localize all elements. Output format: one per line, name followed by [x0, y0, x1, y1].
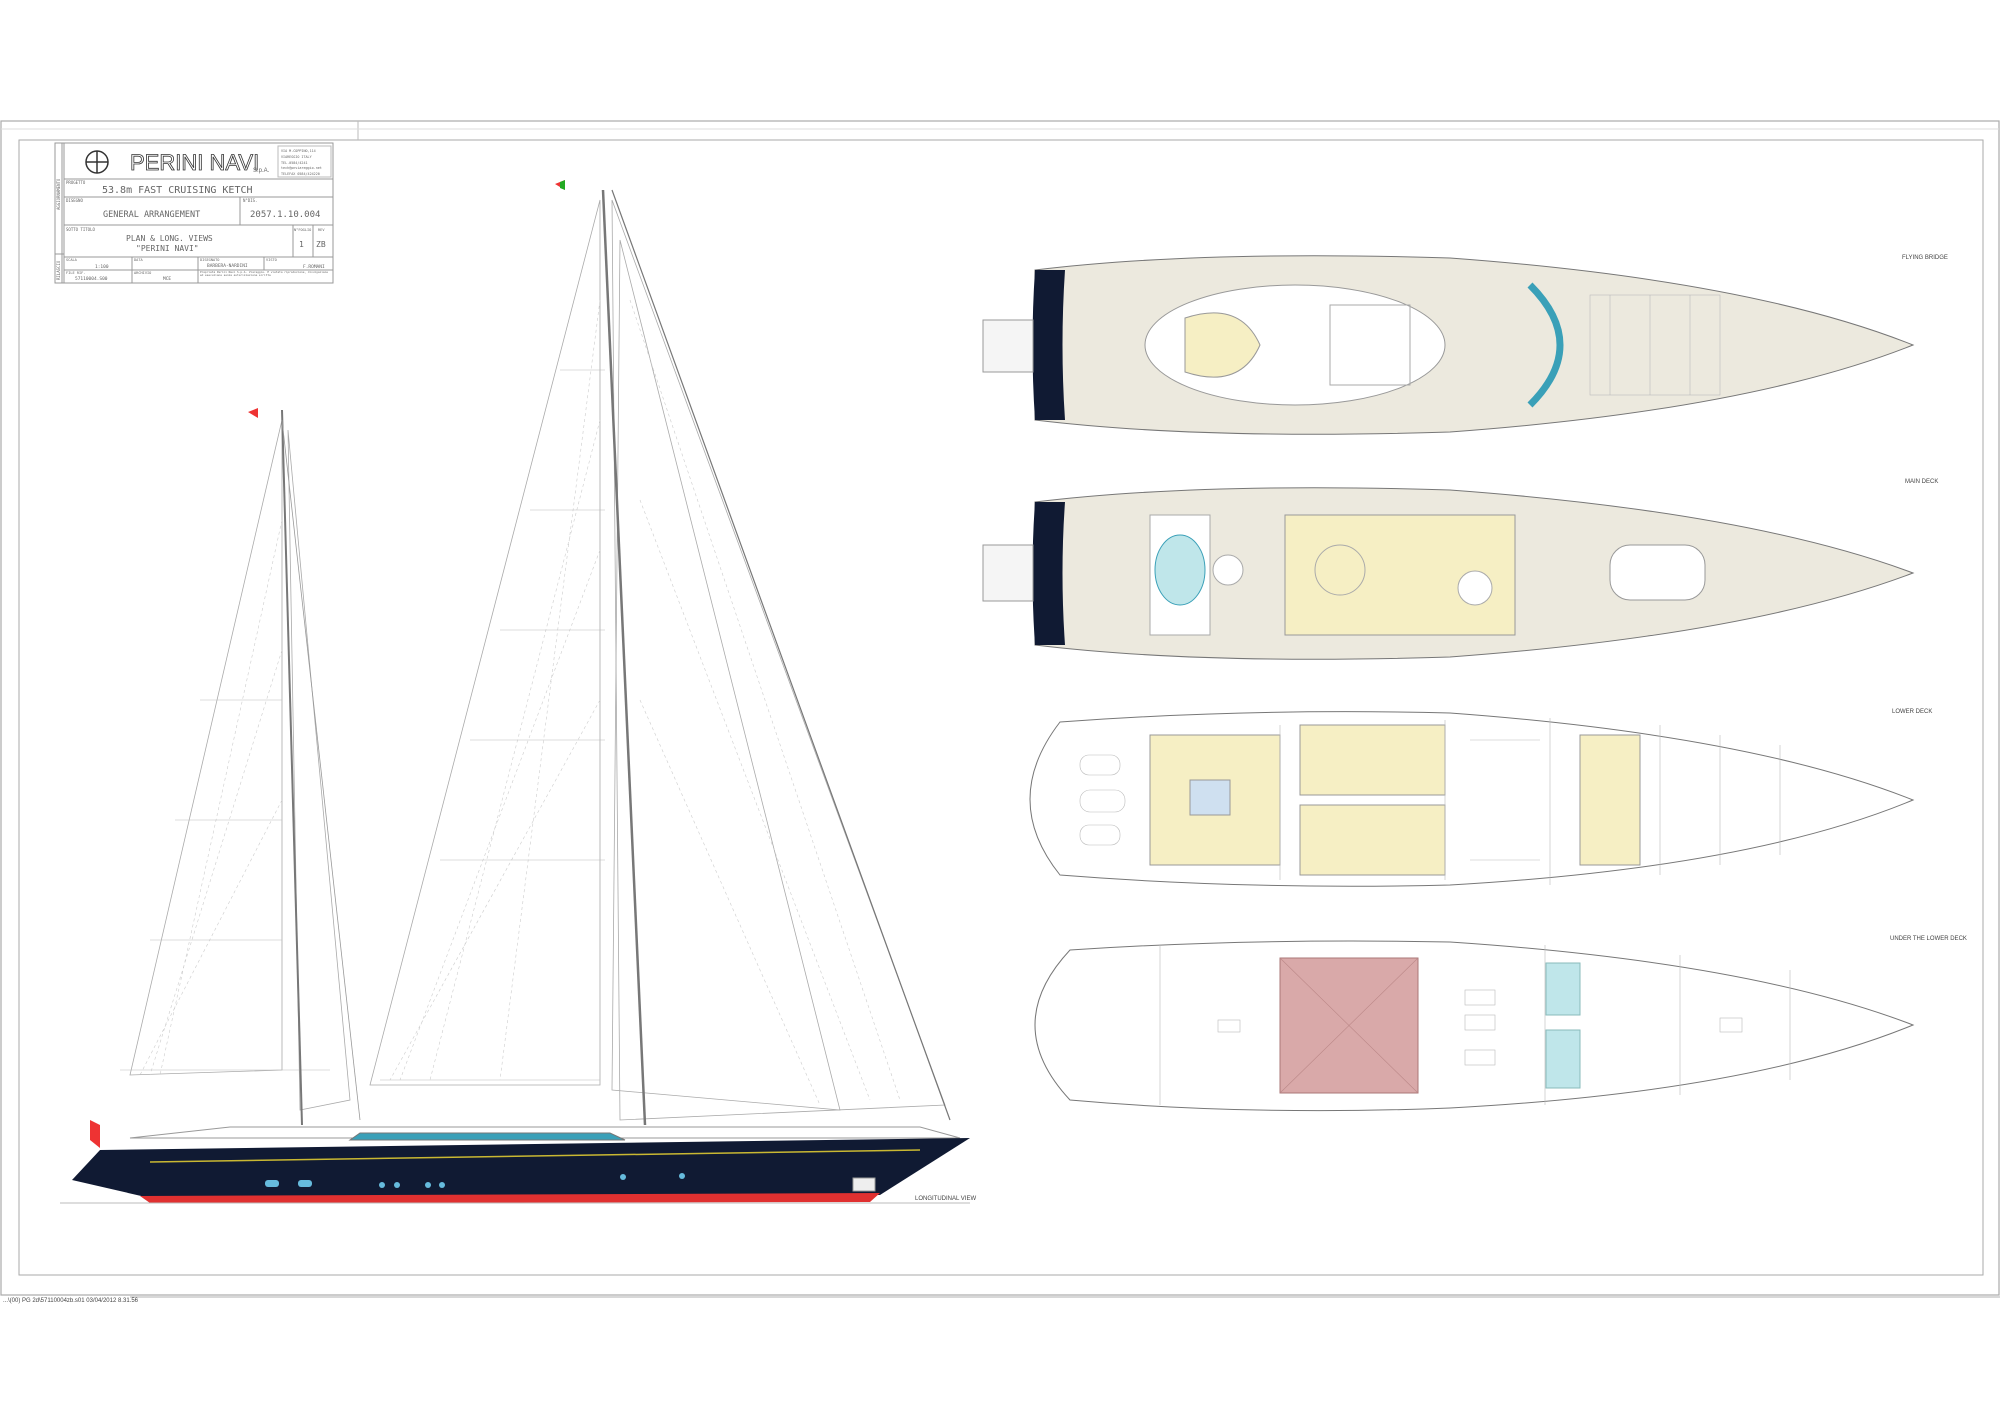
flying-bridge-plan: FLYING BRIDGE	[982, 255, 1948, 435]
svg-text:AGGIORNAMENTO: AGGIORNAMENTO	[56, 178, 61, 210]
lower-deck-plan: LOWER DECK	[1029, 709, 1932, 887]
title-block: AGGIORNAMENTO RILASCIO PERINI NAVI S.p.A…	[54, 142, 334, 284]
svg-text:ARCHIVIO: ARCHIVIO	[134, 271, 151, 275]
svg-text:GENERAL ARRANGEMENT: GENERAL ARRANGEMENT	[103, 210, 200, 220]
svg-text:S.p.A.: S.p.A.	[253, 168, 270, 174]
mizzen-mast	[281, 409, 303, 1126]
svg-text:VIA M.COPPINO,114: VIA M.COPPINO,114	[281, 149, 316, 153]
svg-text:1:100: 1:100	[95, 264, 109, 270]
forestay	[611, 189, 951, 1121]
hull	[72, 1138, 970, 1198]
svg-text:MCE: MCE	[163, 276, 171, 282]
svg-text:DISEGNATO: DISEGNATO	[200, 258, 219, 262]
svg-text:57110004.S00: 57110004.S00	[75, 276, 108, 282]
svg-text:VISTO: VISTO	[266, 258, 277, 262]
svg-text:SCALA: SCALA	[66, 258, 78, 262]
perini-navi-logo-icon	[85, 150, 109, 174]
longitudinal-view: LONGITUDINAL VIEW	[60, 180, 976, 1204]
main-mast	[601, 189, 647, 1126]
svg-text:1: 1	[299, 240, 304, 249]
svg-text:2057.1.10.004: 2057.1.10.004	[250, 210, 320, 220]
svg-text:N°FOGLIO: N°FOGLIO	[294, 228, 311, 232]
svg-text:"PERINI NAVI": "PERINI NAVI"	[136, 244, 199, 253]
main-deck-label: MAIN DECK	[1905, 479, 1938, 485]
under-lower-deck-plan: UNDER THE LOWER DECK	[1034, 936, 1967, 1112]
svg-text:PERINI NAVI: PERINI NAVI	[130, 150, 259, 175]
svg-text:DATA: DATA	[134, 258, 143, 262]
svg-text:PROGETTO: PROGETTO	[66, 180, 86, 185]
plot-footer: ...\(00) PG 2d\57110004zb.s01 03/04/2012…	[3, 1298, 139, 1304]
under-lower-deck-label: UNDER THE LOWER DECK	[1890, 936, 1967, 942]
svg-text:RILASCIO: RILASCIO	[56, 260, 61, 280]
svg-text:tech@pnviareggio.net: tech@pnviareggio.net	[281, 166, 322, 170]
svg-text:DISEGNO: DISEGNO	[66, 198, 83, 203]
svg-text:REV: REV	[318, 228, 325, 232]
svg-text:SOTTO TITOLO: SOTTO TITOLO	[66, 227, 95, 232]
svg-text:TELEFAX 0584/424220: TELEFAX 0584/424220	[281, 172, 320, 176]
flying-bridge-label: FLYING BRIDGE	[1902, 255, 1948, 261]
longitudinal-view-label: LONGITUDINAL VIEW	[915, 1196, 976, 1202]
main-deck-plan: MAIN DECK	[982, 479, 1938, 660]
svg-text:TEL.0584/4241: TEL.0584/4241	[281, 161, 308, 165]
svg-text:53.8m FAST CRUISING KETCH: 53.8m FAST CRUISING KETCH	[102, 185, 253, 196]
svg-text:F.ROMANI: F.ROMANI	[303, 264, 325, 270]
svg-text:N°DIS.: N°DIS.	[243, 198, 257, 203]
svg-text:PLAN & LONG. VIEWS: PLAN & LONG. VIEWS	[126, 234, 213, 243]
svg-text:BARBERA-NARDINI: BARBERA-NARDINI	[207, 263, 248, 269]
svg-text:ZB: ZB	[316, 240, 326, 249]
ownership-note: Proprietà Perini Navi S.p.A. Viareggio. …	[200, 271, 328, 277]
drawing-frame	[0, 120, 2000, 1296]
lower-deck-label: LOWER DECK	[1892, 709, 1932, 715]
ensign-flag-icon	[90, 1120, 100, 1148]
svg-text:FILE RIF.: FILE RIF.	[66, 271, 85, 275]
svg-text:VIAREGGIO ITALY: VIAREGGIO ITALY	[281, 155, 312, 159]
